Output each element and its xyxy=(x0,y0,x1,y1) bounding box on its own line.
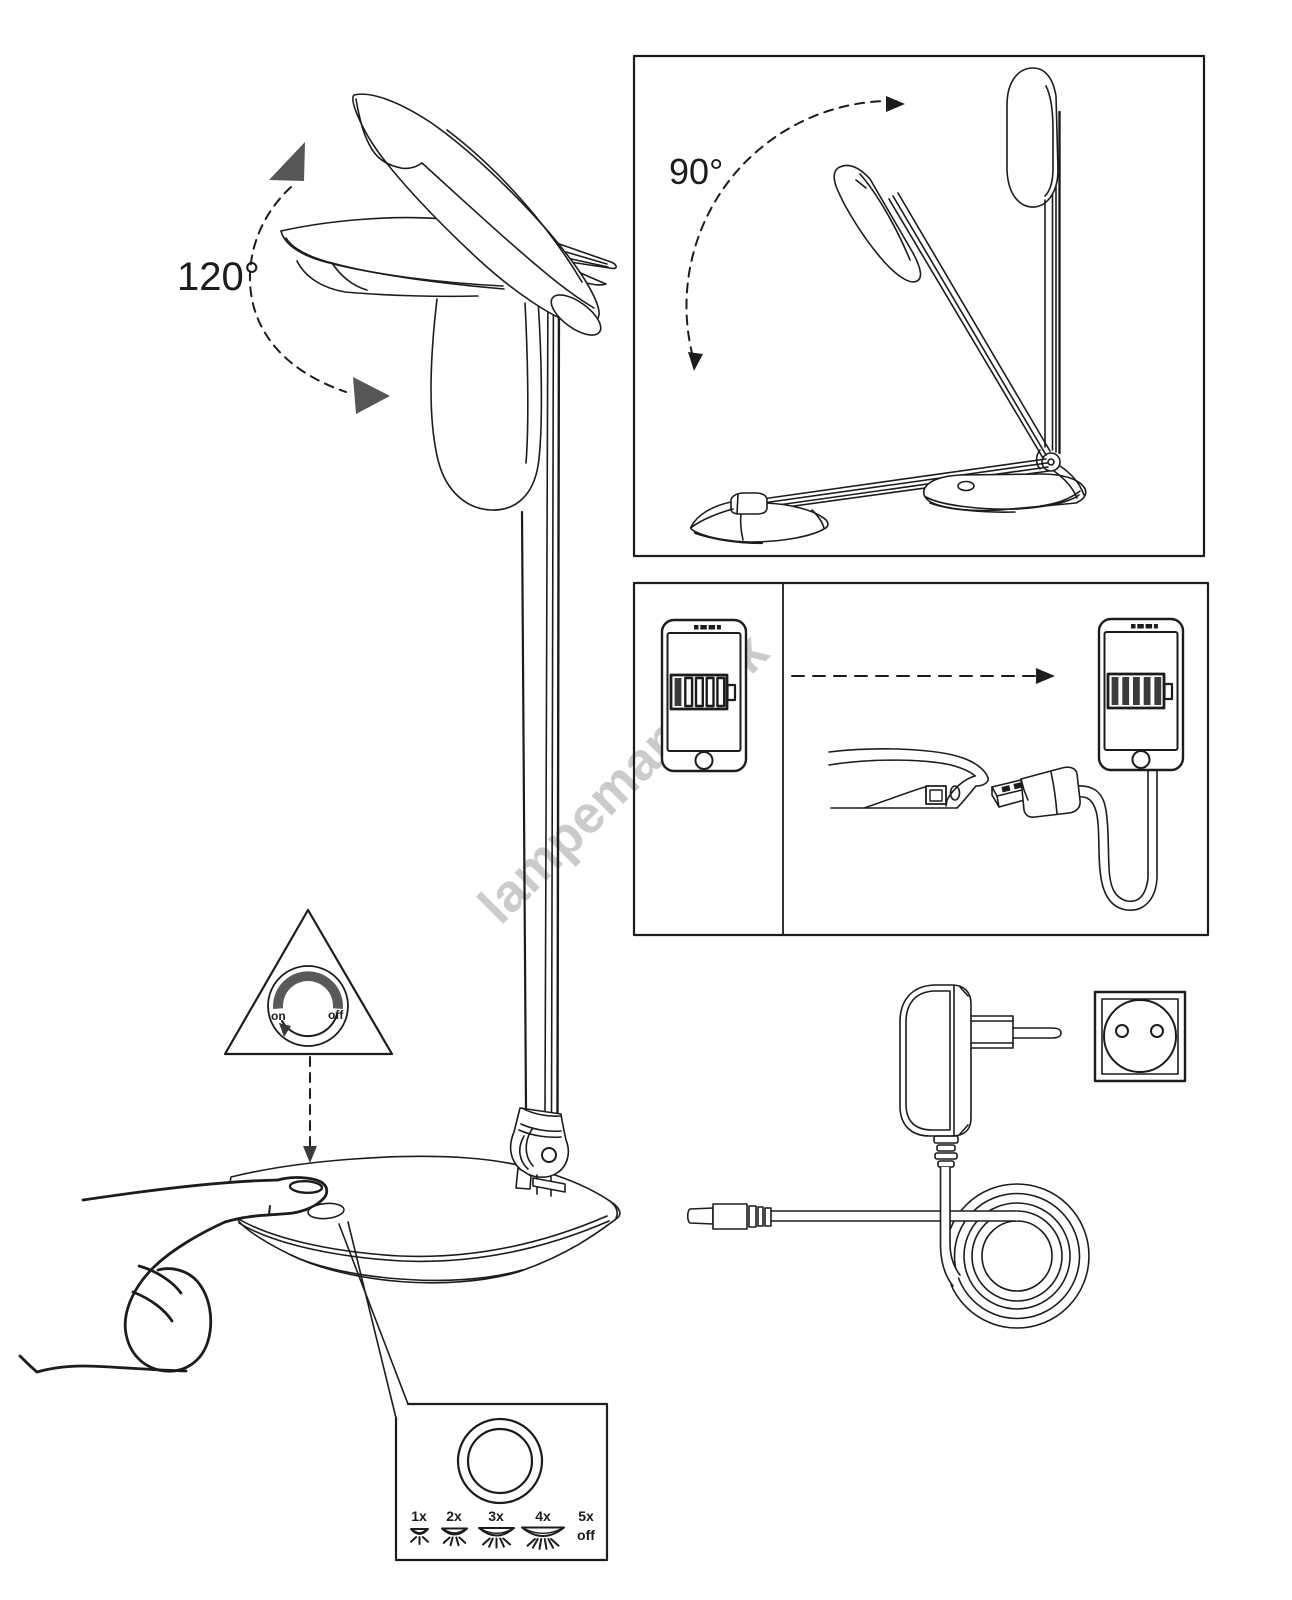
svg-text:on: on xyxy=(271,1009,286,1023)
svg-text:off: off xyxy=(577,1527,595,1543)
svg-text:120°: 120° xyxy=(177,255,260,299)
svg-text:5x: 5x xyxy=(578,1508,594,1524)
svg-text:off: off xyxy=(328,1008,344,1022)
svg-text:3x: 3x xyxy=(488,1508,504,1524)
svg-text:90°: 90° xyxy=(669,151,723,192)
svg-text:4x: 4x xyxy=(535,1508,551,1524)
svg-text:1x: 1x xyxy=(411,1508,427,1524)
svg-text:2x: 2x xyxy=(446,1508,462,1524)
